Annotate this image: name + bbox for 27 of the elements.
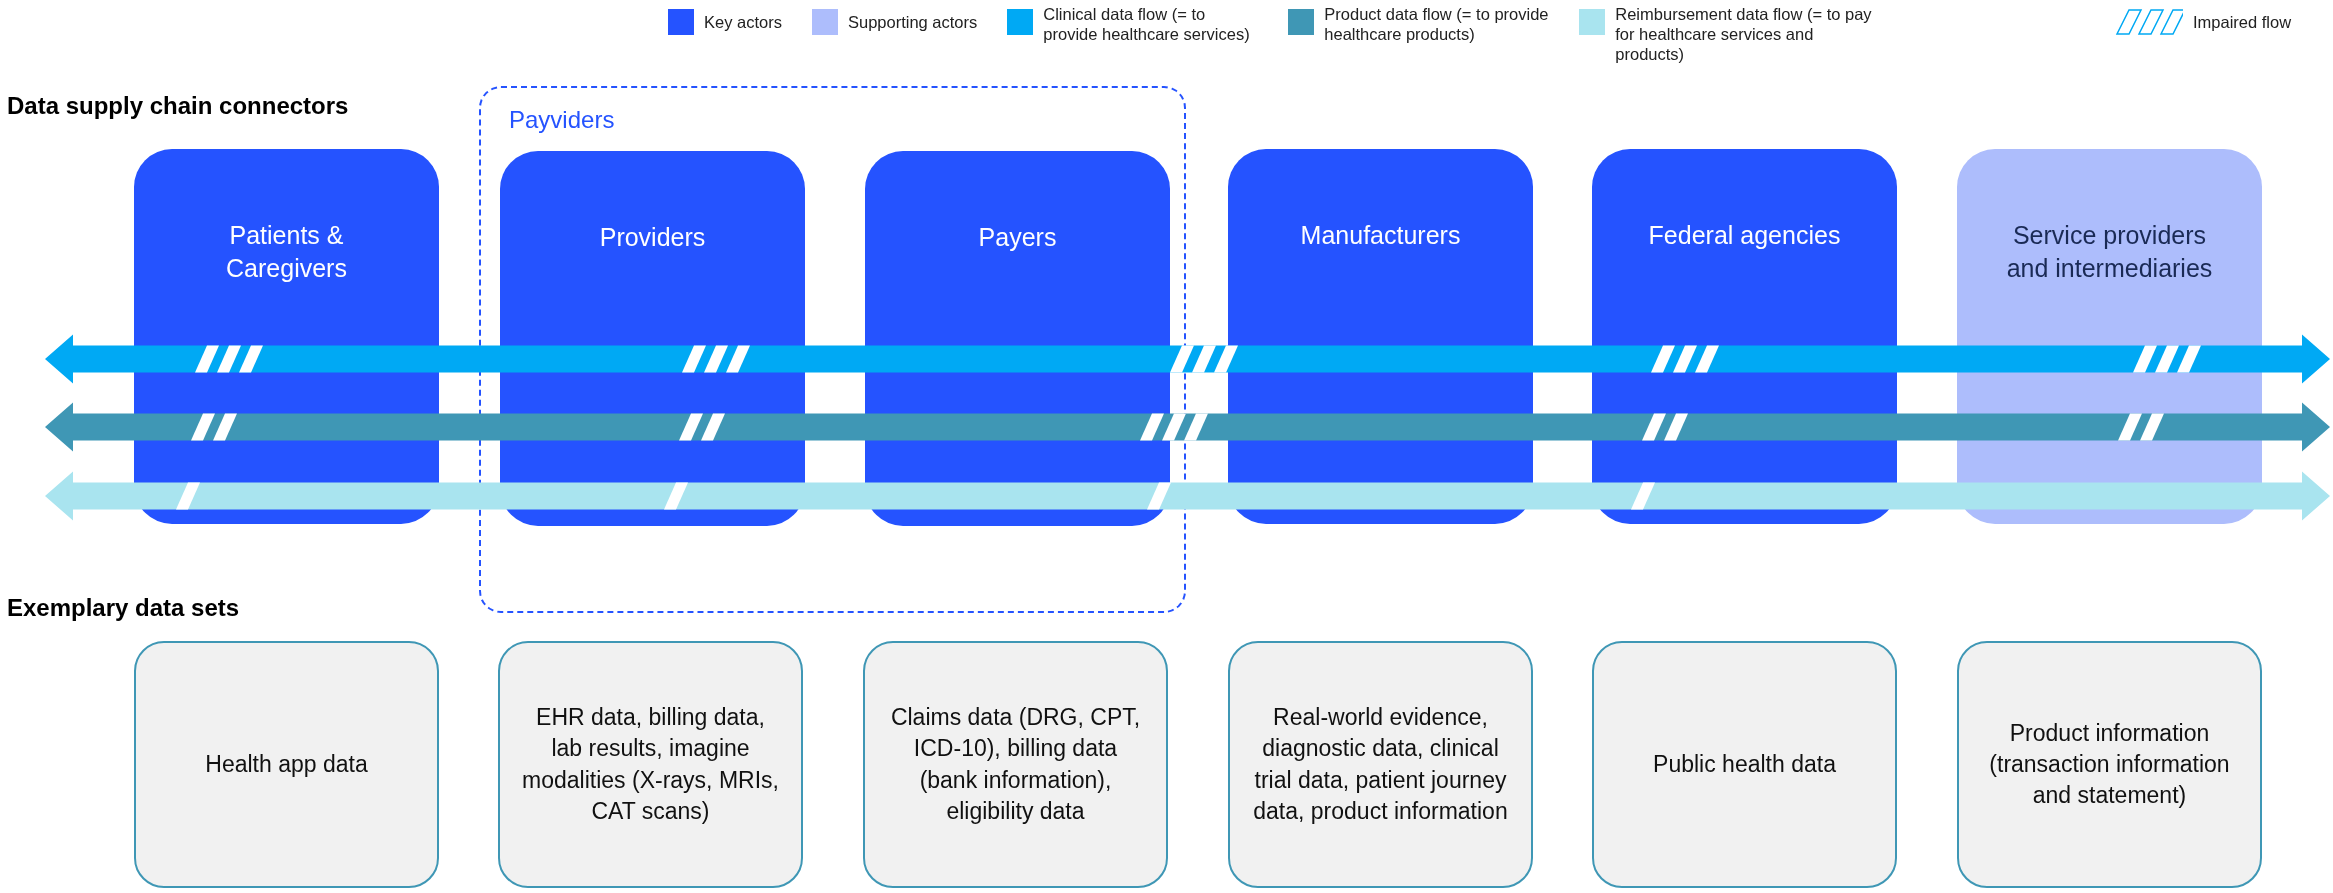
legend-label: Key actors bbox=[704, 13, 782, 33]
data-set-text: Product information (transaction information and statement) bbox=[1988, 718, 2231, 810]
data-set-box bbox=[863, 641, 1168, 888]
data-set-text: Real-world evidence, diagnostic data, clinical trial data, patient journey data, product information bbox=[1252, 703, 1509, 826]
actor-label: Federal agencies bbox=[1647, 220, 1842, 251]
data-set-text: EHR data, billing data, lab results, imagine modalities (X-rays, MRIs, CAT scans) bbox=[522, 703, 779, 826]
legend-label: Reimbursement data flow (= to pay for healthcare services and products) bbox=[1615, 5, 1873, 65]
data-set-box bbox=[1228, 641, 1533, 888]
section-heading: Data supply chain connectors bbox=[7, 92, 349, 120]
data-set-text: Public health data bbox=[1653, 749, 1836, 779]
actor-label: Payers bbox=[977, 222, 1058, 253]
data-set-box bbox=[1957, 641, 2262, 888]
data-set-text: Health app data bbox=[205, 749, 368, 779]
data-set-box bbox=[498, 641, 803, 888]
data-set-text: Claims data (DRG, CPT, ICD-10), billing data (bank information), eligibility data bbox=[889, 703, 1142, 826]
section-heading: Exemplary data sets bbox=[7, 594, 240, 622]
legend-label: Product data flow (= to provide healthcare products) bbox=[1324, 5, 1550, 45]
legend-label: Clinical data flow (= to provide healthcare services) bbox=[1043, 5, 1251, 45]
data-set-box bbox=[1592, 641, 1897, 888]
actor-label: Manufacturers bbox=[1299, 220, 1462, 251]
actor-label: Providers bbox=[598, 222, 707, 253]
actor-label: Patients & Caregivers bbox=[225, 220, 348, 284]
legend-label: Supporting actors bbox=[847, 13, 978, 33]
actor-label: Service providers and intermediaries bbox=[2005, 220, 2214, 284]
data-set-box bbox=[134, 641, 439, 888]
group-title: Payviders bbox=[509, 106, 615, 134]
legend-label: Impaired flow bbox=[2193, 13, 2292, 33]
